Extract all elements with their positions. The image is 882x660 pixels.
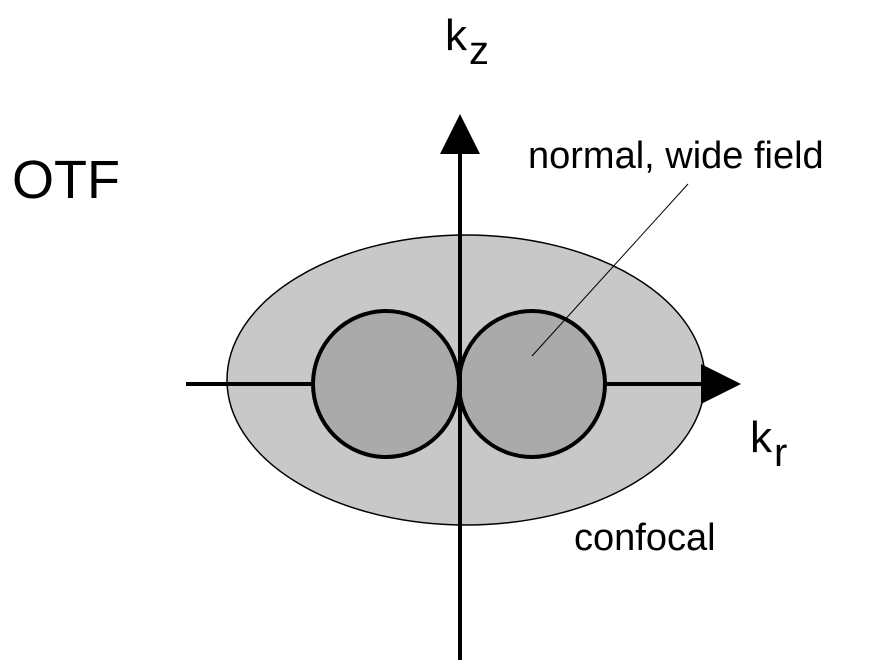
kz-label: kz (445, 11, 489, 73)
kr-label: kr (750, 413, 787, 475)
kr-label-subscript: r (774, 431, 787, 475)
widefield-label: normal, wide field (528, 135, 824, 177)
widefield-leader-line (531, 183, 689, 357)
kz-label-base: k (445, 11, 468, 60)
title: OTF (12, 150, 120, 210)
widefield-lobe-right (457, 309, 607, 459)
kr-label-base: k (750, 413, 773, 462)
widefield-lobe-left (311, 309, 461, 459)
confocal-label: confocal (574, 517, 716, 559)
kz-label-subscript: z (469, 29, 489, 73)
